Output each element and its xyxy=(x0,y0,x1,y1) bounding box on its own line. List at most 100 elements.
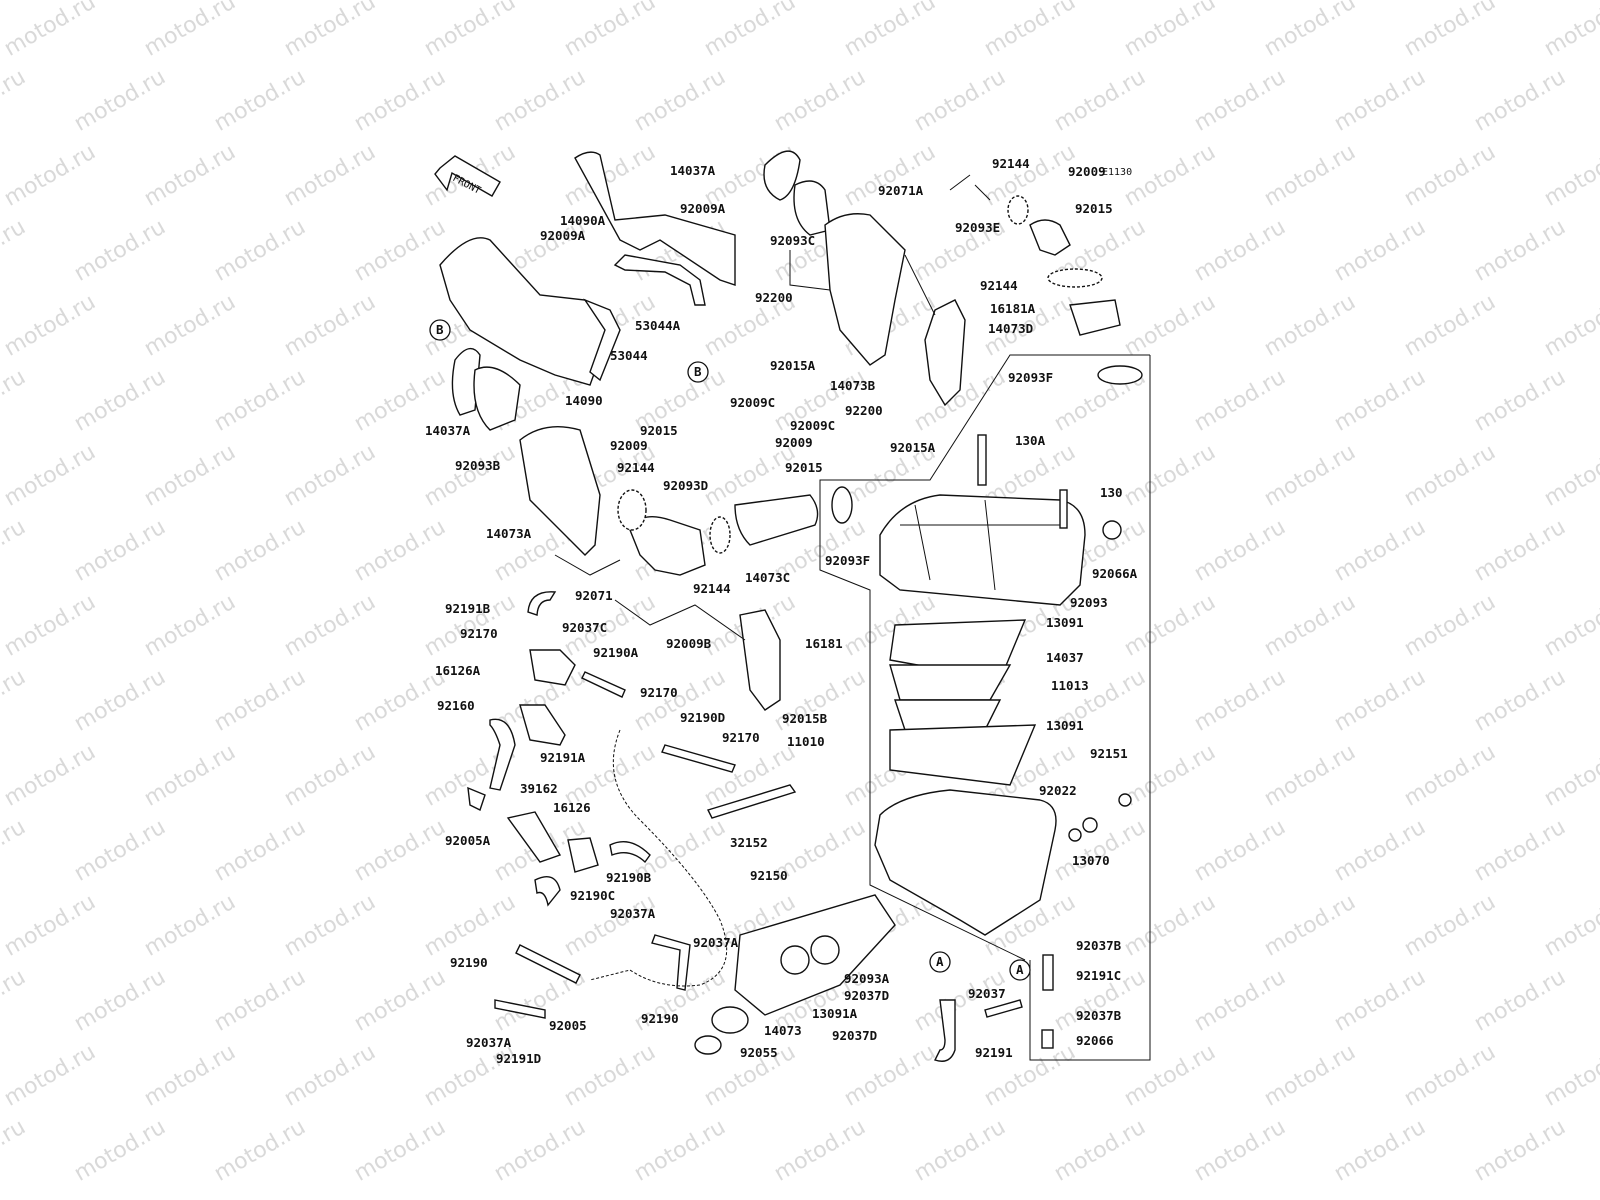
reference-callout-circle xyxy=(687,361,709,383)
part-number-label: 92093A xyxy=(844,971,890,986)
part-number-label: 92066A xyxy=(1092,566,1138,581)
part-number-label: 92037B xyxy=(1076,1008,1122,1023)
part-number-label: 16181 xyxy=(805,636,843,651)
throttle-body-ring xyxy=(810,935,840,965)
part-number-label: 14073B xyxy=(830,378,876,393)
part-number-label: 92190C xyxy=(570,888,615,903)
part-number-label: 92009 xyxy=(1068,164,1106,179)
part-number-label: 13070 xyxy=(1072,853,1110,868)
tube-92037 xyxy=(984,999,1023,1018)
part-number-label: 92066 xyxy=(1076,1033,1114,1048)
seal-92093b xyxy=(473,366,521,431)
part-number-label: 92009 xyxy=(775,435,813,450)
part-number-label: 11010 xyxy=(787,734,825,749)
part-number-label: 92170 xyxy=(640,685,678,700)
part-number-label: 13091 xyxy=(1046,615,1084,630)
part-number-label: 130A xyxy=(1015,433,1046,448)
part-number-label: 92037A xyxy=(466,1035,512,1050)
part-number-label: 16126A xyxy=(435,663,481,678)
part-number-label: 92200 xyxy=(845,403,883,418)
part-number-label: 92191D xyxy=(496,1051,541,1066)
ring-92093f-mid xyxy=(831,486,853,524)
part-number-label: 92150 xyxy=(750,868,788,883)
airbox-cover xyxy=(879,494,1086,606)
part-number-label: 92170 xyxy=(460,626,498,641)
part-number-label: 92144 xyxy=(693,581,731,596)
grommet-13070 xyxy=(1082,817,1098,833)
part-number-label: 92037A xyxy=(610,906,656,921)
reference-callout-letter: B xyxy=(694,364,702,379)
screen-11013 xyxy=(894,699,1002,731)
part-number-label: 92151 xyxy=(1090,746,1128,761)
part-number-label: 16181A xyxy=(990,301,1036,316)
part-number-label: 92190B xyxy=(606,870,652,885)
part-number-label: 14073C xyxy=(745,570,790,585)
ring-92055 xyxy=(694,1035,722,1055)
part-number-label: 92160 xyxy=(437,698,475,713)
part-number-label: 92190D xyxy=(680,710,725,725)
part-number-label: 92093B xyxy=(455,458,501,473)
bolt-130 xyxy=(1059,489,1068,529)
tube-92190d xyxy=(661,744,736,773)
part-number-label: 92071A xyxy=(878,183,924,198)
part-number-label: 92055 xyxy=(740,1045,778,1060)
part-number-label: 92009C xyxy=(790,418,835,433)
part-number-label: 92009A xyxy=(540,228,586,243)
reference-callout-letter: A xyxy=(936,954,944,969)
filter-14037 xyxy=(889,664,1012,701)
part-number-label: 92005 xyxy=(549,1018,587,1033)
part-number-label: 92022 xyxy=(1039,783,1077,798)
plug-92191c xyxy=(1042,954,1054,991)
intake-duct-14073a xyxy=(519,425,601,556)
hose-92190b xyxy=(609,841,651,864)
hose-92190 xyxy=(515,944,581,984)
tube-14073c xyxy=(734,494,819,546)
hose-92190-lower xyxy=(651,934,691,991)
reference-callout-circle xyxy=(1009,959,1031,981)
hose-92191 xyxy=(934,999,956,1062)
filter-14037a-left xyxy=(451,347,481,416)
ring-92144-top xyxy=(1007,195,1029,225)
throttle-body-ring xyxy=(780,945,810,975)
cap-92066 xyxy=(1041,1029,1054,1049)
intake-duct-14090 xyxy=(439,237,611,386)
bracket-53044 xyxy=(583,298,621,382)
part-number-label: 92093F xyxy=(825,553,870,568)
part-number-label: 14073 xyxy=(764,1023,802,1038)
reference-callout-circle xyxy=(429,319,451,341)
part-number-label: 92191C xyxy=(1076,968,1121,983)
cover-16181 xyxy=(739,609,781,711)
hose-92191b xyxy=(527,591,557,616)
airbox-housing xyxy=(874,789,1057,936)
part-number-label: 92170 xyxy=(722,730,760,745)
part-number-label: 92037C xyxy=(562,620,607,635)
part-number-label: 11013 xyxy=(1051,678,1089,693)
part-number-label: 92071 xyxy=(575,588,613,603)
part-number-label: 92190 xyxy=(450,955,488,970)
hose-92191a xyxy=(489,718,516,791)
part-number-label: 14073D xyxy=(988,321,1033,336)
part-number-label: 13091A xyxy=(812,1006,858,1021)
cap-92066a xyxy=(1102,520,1122,540)
washer-92022 xyxy=(1068,828,1082,842)
part-number-label: 92009A xyxy=(680,201,726,216)
part-number-label: 92190 xyxy=(641,1011,679,1026)
intake-duct-14073b xyxy=(824,213,906,366)
part-number-label: 14090A xyxy=(560,213,606,228)
part-number-label: 92191B xyxy=(445,601,491,616)
part-number-label: 14090 xyxy=(565,393,603,408)
part-number-label: 92037B xyxy=(1076,938,1122,953)
part-number-label: 92093D xyxy=(663,478,708,493)
part-number-label: 53044A xyxy=(635,318,681,333)
part-number-label: 92005A xyxy=(445,833,491,848)
tube-32152 xyxy=(707,784,797,819)
part-number-label: 92037D xyxy=(832,1028,877,1043)
part-number-label: 92015 xyxy=(785,460,823,475)
part-number-label: 53044 xyxy=(610,348,648,363)
part-number-label: 92093C xyxy=(770,233,815,248)
part-number-label: 92191 xyxy=(975,1045,1013,1060)
duct-14073d xyxy=(1069,299,1121,336)
ring-92144-right xyxy=(1047,268,1103,288)
funnel-14073 xyxy=(711,1006,749,1034)
